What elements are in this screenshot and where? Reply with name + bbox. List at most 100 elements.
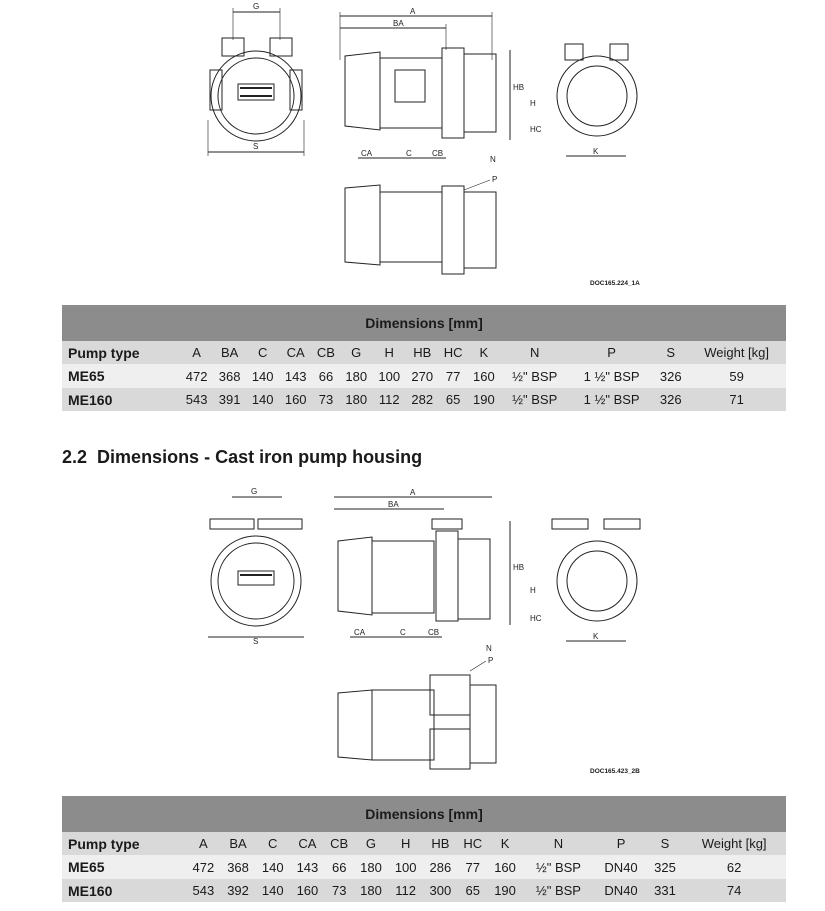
drawing-2-svg: G S A BA HB CA C CB N K [208, 487, 641, 770]
header-cb: CB [324, 832, 354, 855]
cell: 325 [647, 855, 683, 879]
cell: 368 [220, 855, 256, 879]
cell: 300 [423, 879, 458, 902]
header-p: P [594, 832, 648, 855]
header-h: H [372, 341, 406, 364]
dim-label-p: P [488, 656, 493, 665]
header-cb: CB [312, 341, 340, 364]
header-c: C [246, 341, 280, 364]
dim-label-n: N [490, 155, 496, 164]
dim-label-g: G [251, 487, 257, 496]
cell: 180 [339, 388, 373, 411]
cell: 143 [279, 364, 313, 388]
header-ba: BA [213, 341, 247, 364]
header-s: S [654, 341, 688, 364]
cell: DN40 [594, 855, 648, 879]
dim-label-n: N [486, 644, 492, 653]
cell: 143 [290, 855, 325, 879]
header-hb: HB [423, 832, 458, 855]
header-hc: HC [457, 832, 488, 855]
cell: 140 [255, 855, 291, 879]
dim-label-g: G [253, 2, 259, 11]
dim-label-c: C [400, 628, 406, 637]
cell: 180 [353, 879, 389, 902]
header-pump-type: Pump type [62, 832, 187, 855]
cell: 140 [246, 388, 280, 411]
cell-pump-type: ME160 [62, 388, 181, 411]
header-ba: BA [220, 832, 256, 855]
header-a: A [180, 341, 214, 364]
dim-label-h: H [530, 586, 536, 595]
cell: 66 [312, 364, 340, 388]
table-row: ME160 543 391 140 160 73 180 112 282 65 … [62, 388, 786, 411]
cell: 160 [279, 388, 313, 411]
dim-label-cb: CB [432, 149, 443, 158]
header-h: H [388, 832, 424, 855]
cell: 286 [423, 855, 458, 879]
table-row: ME160 543 392 140 160 73 180 112 300 65 … [62, 879, 786, 902]
dim-label-c: C [406, 149, 412, 158]
header-hb: HB [405, 341, 439, 364]
dimensions-table-2: Dimensions [mm] Pump type A BA C CA CB G… [62, 796, 786, 902]
header-ca: CA [279, 341, 313, 364]
header-ca: CA [290, 832, 325, 855]
section-heading: 2.2 Dimensions - Cast iron pump housing [62, 447, 422, 468]
cell: 71 [687, 388, 786, 411]
cell: ½" BSP [522, 879, 595, 902]
cell: ½" BSP [500, 364, 570, 388]
doc-code-1: DOC165.224_1A [590, 280, 640, 287]
cell: 391 [213, 388, 247, 411]
cell: 112 [388, 879, 424, 902]
front-view: G S [207, 2, 305, 156]
dim-label-hb: HB [513, 563, 524, 572]
header-n: N [500, 341, 570, 364]
dim-label-s: S [253, 637, 258, 646]
cell: 190 [487, 879, 523, 902]
header-hc: HC [438, 341, 468, 364]
top-view: P [337, 656, 497, 770]
dim-label-k: K [593, 147, 599, 156]
cell: DN40 [594, 879, 648, 902]
doc-code-2: DOC165.423_2B [590, 768, 640, 775]
cell: 140 [255, 879, 291, 902]
header-g: G [339, 341, 373, 364]
cell-pump-type: ME65 [62, 855, 187, 879]
cell: 77 [438, 364, 468, 388]
cell: 59 [687, 364, 786, 388]
rear-view: K H HC [530, 43, 638, 157]
header-p: P [569, 341, 655, 364]
header-n: N [522, 832, 595, 855]
technical-drawing-2: G S A BA HB CA C CB N K [0, 485, 825, 785]
dim-label-ba: BA [388, 500, 399, 509]
cell: 326 [654, 364, 688, 388]
cell-pump-type: ME160 [62, 879, 187, 902]
header-k: K [487, 832, 523, 855]
dim-label-hc: HC [530, 125, 542, 134]
section-title: Dimensions - Cast iron pump housing [97, 447, 423, 467]
cell: 73 [312, 388, 340, 411]
cell: 180 [353, 855, 389, 879]
cell: 392 [220, 879, 256, 902]
dim-label-a: A [410, 488, 416, 497]
cell: 543 [180, 388, 214, 411]
table-row: ME65 472 368 140 143 66 180 100 270 77 1… [62, 364, 786, 388]
cell: 65 [438, 388, 468, 411]
header-k: K [467, 341, 501, 364]
cell: 326 [654, 388, 688, 411]
rear-view: K H HC [530, 518, 641, 642]
dim-label-ca: CA [361, 149, 373, 158]
dim-label-ba: BA [393, 19, 404, 28]
cell-pump-type: ME65 [62, 364, 181, 388]
cell: 543 [186, 879, 221, 902]
cell: ½" BSP [522, 855, 595, 879]
cell: 140 [246, 364, 280, 388]
technical-drawing-1: G S A BA HB CA C CB N [0, 0, 825, 300]
cell: 160 [290, 879, 325, 902]
dim-label-ca: CA [354, 628, 366, 637]
dim-label-hc: HC [530, 614, 542, 623]
side-view: A BA HB CA C CB N [339, 7, 524, 164]
dim-label-h: H [530, 99, 536, 108]
cell: 472 [180, 364, 214, 388]
table-row: ME65 472 368 140 143 66 180 100 286 77 1… [62, 855, 786, 879]
table-caption: Dimensions [mm] [62, 796, 786, 832]
